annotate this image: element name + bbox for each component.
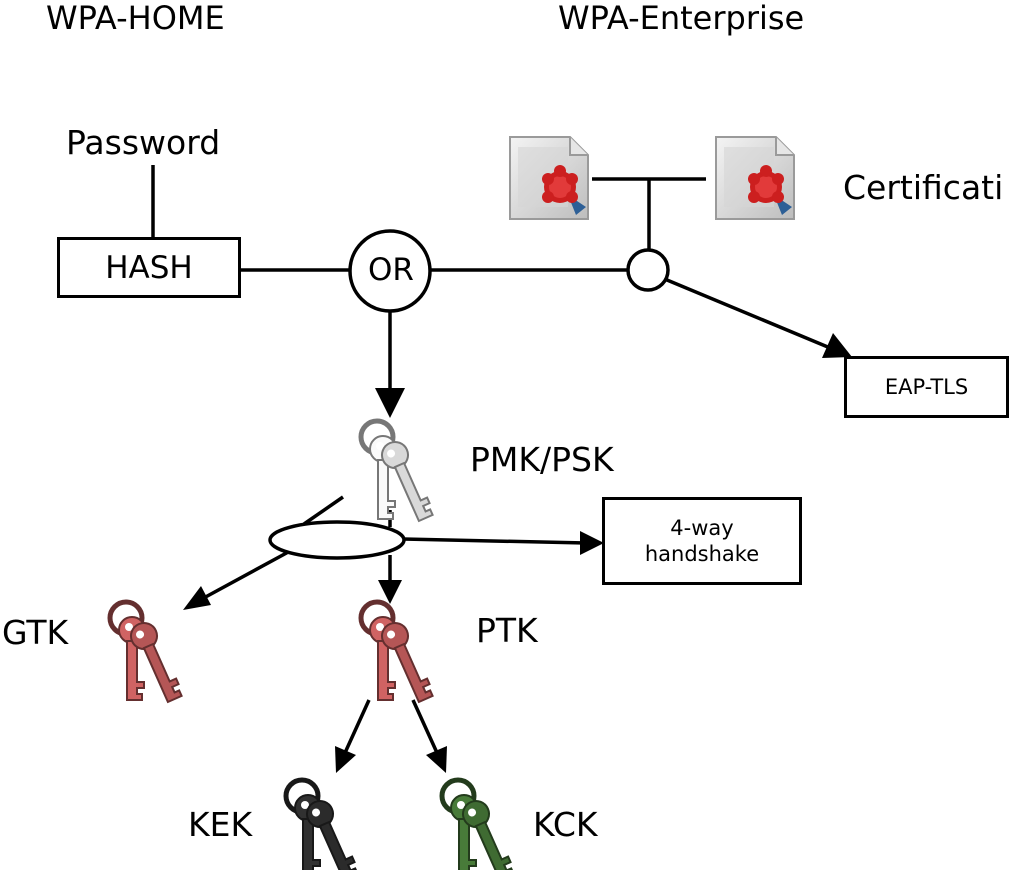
or-label: OR <box>368 252 414 288</box>
kck-label: KCK <box>533 805 598 844</box>
hash-box: HASH <box>57 237 241 298</box>
handshake-label-line2: handshake <box>644 542 760 566</box>
handshake-label-line1: 4-way <box>670 515 734 540</box>
key-icon <box>283 777 359 870</box>
wpa-home-heading: WPA-HOME <box>46 0 225 37</box>
enterprise-junction-circle <box>626 248 670 292</box>
key-icon <box>107 599 183 704</box>
ptk-to-kek-arrow <box>335 699 371 773</box>
junction-to-eap-arrow <box>666 278 852 358</box>
key-icon <box>358 599 434 704</box>
split-to-gtk-arrow <box>183 548 293 610</box>
or-to-pmk-arrow <box>375 311 405 418</box>
ptk-label: PTK <box>476 611 538 650</box>
password-label: Password <box>66 123 221 162</box>
key-icon <box>358 418 434 523</box>
four-way-handshake-box: 4-way handshake <box>602 497 802 585</box>
key-icon <box>439 777 515 870</box>
pmk-psk-label: PMK/PSK <box>470 440 614 479</box>
key-split-ellipse <box>268 520 406 560</box>
gtk-label: GTK <box>2 613 69 652</box>
split-to-ptk-arrow <box>378 555 402 604</box>
wpa-enterprise-heading: WPA-Enterprise <box>558 0 805 37</box>
certification-label: Certificati <box>843 168 1004 207</box>
pmk-to-split-line-left <box>303 495 344 526</box>
ptk-to-kck-arrow <box>411 699 447 773</box>
certificate-icon <box>509 136 589 220</box>
kek-label: KEK <box>188 805 253 844</box>
split-to-handshake-arrow <box>402 531 604 555</box>
eap-tls-box: EAP-TLS <box>844 356 1009 418</box>
certificate-icon <box>715 136 795 220</box>
